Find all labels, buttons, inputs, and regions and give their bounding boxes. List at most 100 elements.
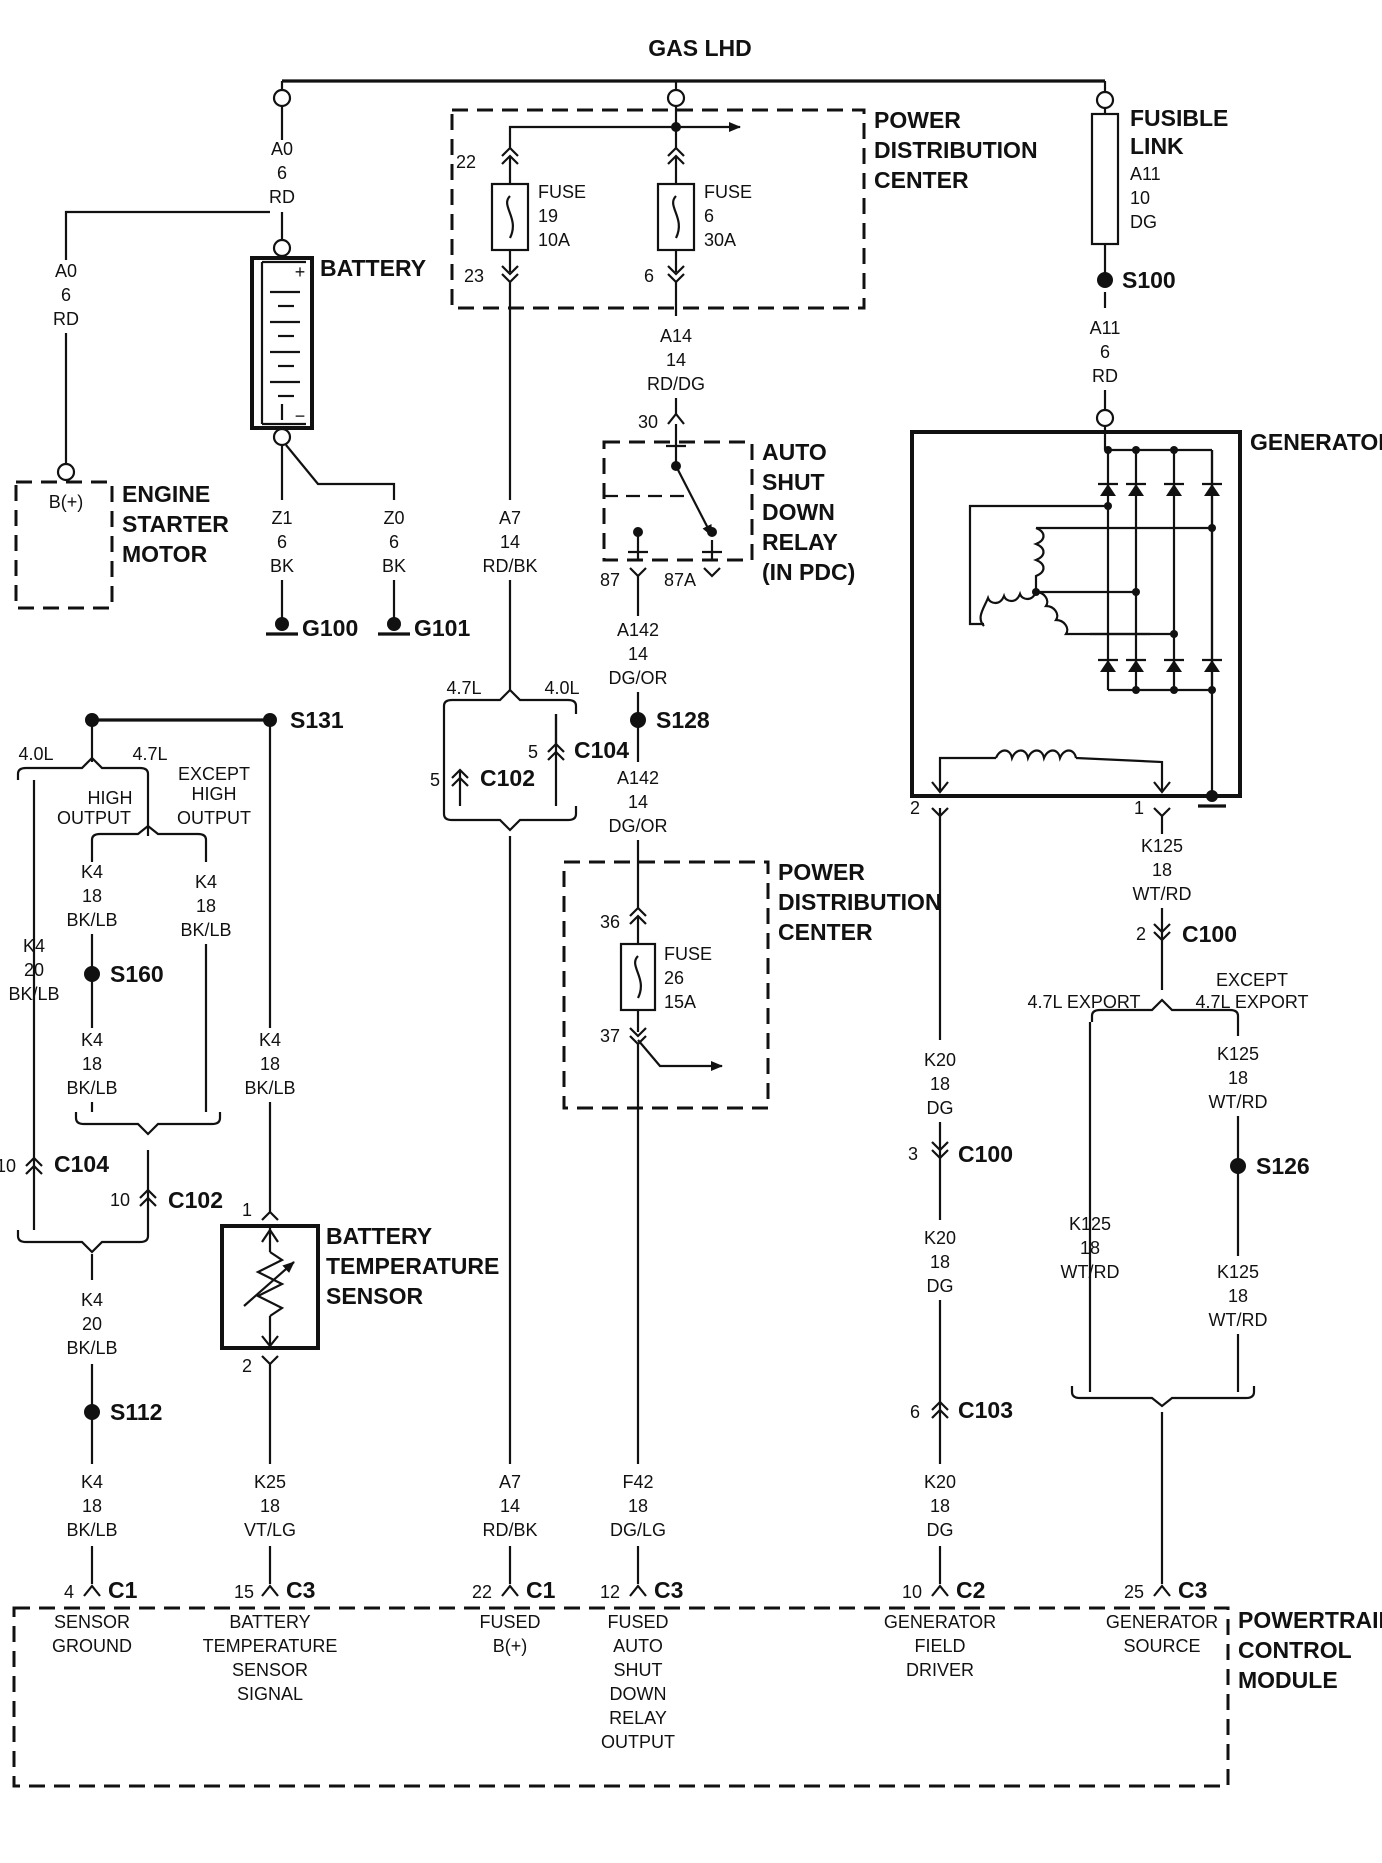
svg-text:WT/RD: WT/RD (1061, 1262, 1120, 1282)
power-distribution-center-top: POWER DISTRIBUTION CENTER (450, 106, 1038, 310)
powertrain-control-module: POWERTRAIN CONTROL MODULE (12, 1606, 1382, 1788)
svg-text:HIGH: HIGH (192, 784, 237, 804)
svg-text:14: 14 (666, 350, 686, 370)
svg-text:2: 2 (1136, 924, 1146, 944)
wire-k125: 1 K125 18 WT/RD 2 C100 4.7L EXPORT EXCEP… (1027, 798, 1310, 1584)
svg-text:18: 18 (930, 1074, 950, 1094)
svg-text:DISTRIBUTION: DISTRIBUTION (778, 889, 942, 915)
pcm-pin-sensor-ground: 4 C1 SENSOR GROUND (52, 1577, 138, 1656)
svg-text:18: 18 (930, 1252, 950, 1272)
splice-s126: S126 (1256, 1153, 1310, 1179)
svg-text:WT/RD: WT/RD (1209, 1310, 1268, 1330)
pcm-pin-fused-b-plus: 22 C1 FUSED B(+) (472, 1577, 556, 1656)
svg-text:A0: A0 (271, 139, 293, 159)
svg-text:A7: A7 (499, 508, 521, 528)
svg-text:A142: A142 (617, 620, 659, 640)
svg-text:CENTER: CENTER (778, 919, 873, 945)
svg-text:2: 2 (242, 1356, 252, 1376)
diagram-title: GAS LHD (648, 35, 752, 61)
svg-text:MODULE: MODULE (1238, 1667, 1338, 1693)
fusible-link: FUSIBLE LINK A11 10 DG S100 A11 6 RD (1090, 105, 1228, 428)
svg-text:RD/BK: RD/BK (482, 1520, 537, 1540)
svg-text:K4: K4 (81, 1472, 103, 1492)
rectifier-bridge-icon (1098, 446, 1222, 796)
svg-text:14: 14 (628, 792, 648, 812)
svg-text:K4: K4 (195, 872, 217, 892)
svg-text:5: 5 (430, 770, 440, 790)
svg-text:C103: C103 (958, 1397, 1013, 1423)
svg-text:A14: A14 (660, 326, 692, 346)
svg-text:AUTO: AUTO (762, 439, 827, 465)
svg-text:10: 10 (110, 1190, 130, 1210)
svg-text:DG/LG: DG/LG (610, 1520, 666, 1540)
svg-text:RD: RD (53, 309, 79, 329)
svg-text:C1: C1 (526, 1577, 556, 1603)
svg-text:4.7L EXPORT: 4.7L EXPORT (1195, 992, 1308, 1012)
svg-text:A11: A11 (1130, 164, 1161, 184)
fuse-26: 36 37 FUSE 26 15A (600, 906, 723, 1071)
svg-text:12: 12 (600, 1582, 620, 1602)
svg-text:18: 18 (1080, 1238, 1100, 1258)
wire-a142: A142 14 DG/OR S128 A142 14 DG/OR (608, 576, 710, 908)
svg-text:30: 30 (638, 412, 658, 432)
wire-a14: A14 14 RD/DG (647, 282, 705, 414)
svg-text:6: 6 (61, 285, 71, 305)
svg-text:BK: BK (270, 556, 294, 576)
svg-text:BATTERY: BATTERY (229, 1612, 310, 1632)
svg-text:EXCEPT: EXCEPT (178, 764, 250, 784)
pcm-pin-generator-field-driver: 10 C2 GENERATOR FIELD DRIVER (884, 1577, 996, 1680)
wire-a0-top: A0 6 RD (269, 106, 295, 240)
svg-text:18: 18 (1228, 1286, 1248, 1306)
svg-text:MOTOR: MOTOR (122, 541, 208, 567)
svg-text:RD/BK: RD/BK (482, 556, 537, 576)
svg-text:A7: A7 (499, 1472, 521, 1492)
svg-text:1: 1 (1134, 798, 1144, 818)
battery: + − BATTERY (250, 238, 426, 447)
svg-text:FUSED: FUSED (479, 1612, 540, 1632)
k4-network: S131 4.0L 4.7L HIGH OUTPUT EXCEPT HIGH O… (0, 707, 344, 1584)
svg-text:K4: K4 (81, 862, 103, 882)
svg-text:CONTROL: CONTROL (1238, 1637, 1352, 1663)
svg-text:4.7L EXPORT: 4.7L EXPORT (1027, 992, 1140, 1012)
svg-text:STARTER: STARTER (122, 511, 229, 537)
wire-a0-starter: A0 6 RD (53, 210, 270, 482)
svg-text:A11: A11 (1090, 318, 1121, 338)
splice-s160: S160 (110, 961, 164, 987)
svg-text:14: 14 (500, 1496, 520, 1516)
svg-text:K20: K20 (924, 1472, 956, 1492)
svg-text:K25: K25 (254, 1472, 286, 1492)
svg-text:RD: RD (269, 187, 295, 207)
svg-text:SHUT: SHUT (614, 1660, 663, 1680)
splice-s112: S112 (110, 1399, 162, 1425)
wire-k20: 2 K20 18 DG 3 C100 K20 18 DG 6 C103 K20 … (908, 798, 1013, 1584)
svg-text:DG: DG (1130, 212, 1157, 232)
svg-text:18: 18 (82, 1496, 102, 1516)
svg-text:37: 37 (600, 1026, 620, 1046)
svg-text:K4: K4 (81, 1030, 103, 1050)
svg-text:C3: C3 (1178, 1577, 1207, 1603)
splice-s131: S131 (290, 707, 344, 733)
svg-text:POWER: POWER (874, 107, 961, 133)
svg-text:K4: K4 (23, 936, 45, 956)
svg-text:36: 36 (600, 912, 620, 932)
svg-text:AUTO: AUTO (613, 1636, 663, 1656)
svg-text:RELAY: RELAY (762, 529, 838, 555)
svg-text:OUTPUT: OUTPUT (177, 808, 251, 828)
svg-text:FUSE: FUSE (538, 182, 586, 202)
ground-g101: G101 (414, 615, 470, 641)
fuse-6: 6 FUSE 6 30A (644, 146, 752, 286)
svg-text:18: 18 (1152, 860, 1172, 880)
svg-text:ENGINE: ENGINE (122, 481, 210, 507)
svg-text:FUSED: FUSED (607, 1612, 668, 1632)
svg-text:A142: A142 (617, 768, 659, 788)
wire-a7: A7 14 RD/BK 4.7L 4.0L 5 C102 5 C104 A7 1… (430, 282, 629, 1584)
svg-text:18: 18 (82, 1054, 102, 1074)
svg-text:22: 22 (456, 152, 476, 172)
svg-text:BK/LB: BK/LB (8, 984, 59, 1004)
svg-text:C100: C100 (1182, 921, 1237, 947)
svg-text:4.0L: 4.0L (18, 744, 53, 764)
svg-text:4.7L: 4.7L (446, 678, 481, 698)
svg-text:FIELD: FIELD (914, 1636, 965, 1656)
svg-text:C1: C1 (108, 1577, 138, 1603)
